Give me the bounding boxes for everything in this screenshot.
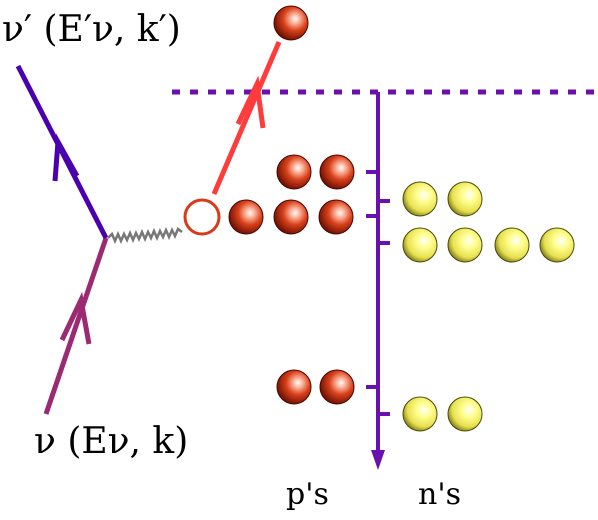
proton-sphere — [228, 199, 264, 235]
neutron-sphere — [447, 181, 483, 217]
proton-sphere — [273, 199, 309, 235]
neutron-sphere — [402, 396, 438, 432]
neutrons-column-label: n's — [418, 477, 461, 512]
incoming-neutrino-line — [43, 237, 109, 415]
protons-column-label: p's — [286, 477, 329, 512]
incoming-neutrino-arrow — [59, 291, 92, 345]
ejected-proton-track — [211, 41, 282, 195]
proton-sphere — [276, 154, 312, 190]
proton-sphere — [319, 369, 355, 405]
energy-axis-arrowhead — [371, 450, 385, 470]
proton-sphere — [276, 369, 312, 405]
neutron-sphere — [494, 227, 530, 263]
outgoing-neutrino-label: ν′ (E′ν, k′) — [2, 9, 181, 50]
neutron-sphere — [447, 396, 483, 432]
incoming-neutrino-label: ν (Eν, k) — [34, 421, 189, 462]
neutron-sphere — [447, 227, 483, 263]
ejected-proton-arrow — [235, 75, 266, 129]
proton-hole-circle — [183, 198, 221, 236]
outgoing-neutrino-arrow — [52, 133, 80, 182]
neutron-sphere — [402, 181, 438, 217]
ejected-proton-sphere — [273, 5, 309, 41]
proton-sphere — [319, 154, 355, 190]
neutron-sphere — [539, 227, 575, 263]
proton-sphere — [318, 199, 354, 235]
exchange-boson-line — [107, 226, 183, 245]
neutron-sphere — [402, 227, 438, 263]
